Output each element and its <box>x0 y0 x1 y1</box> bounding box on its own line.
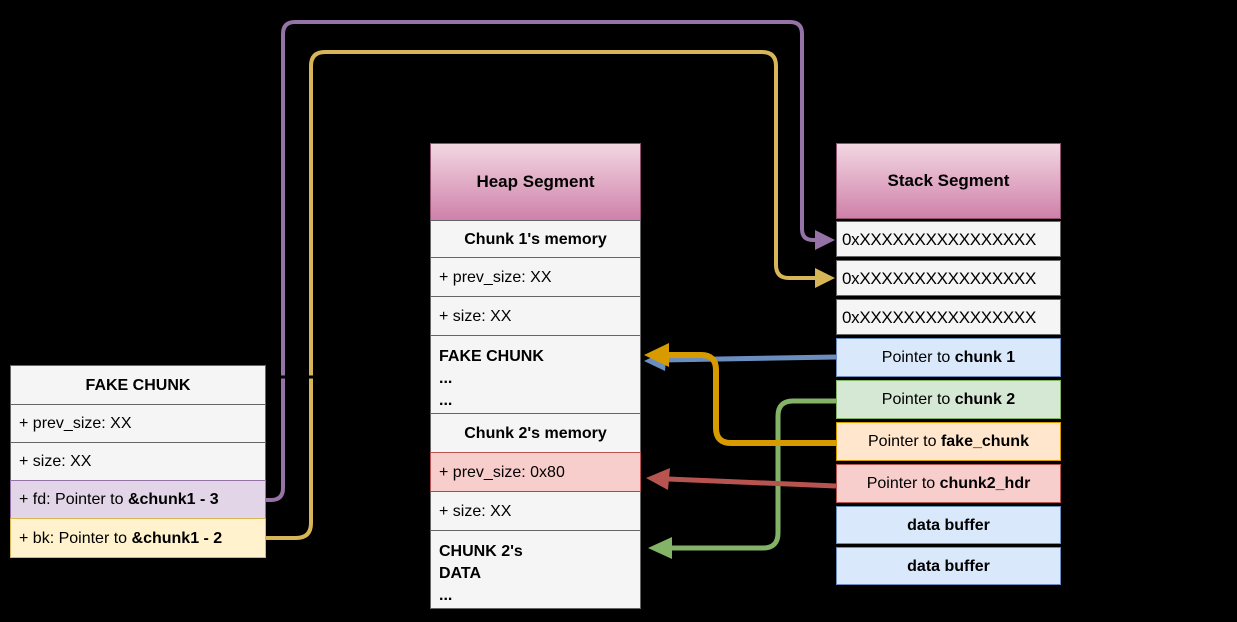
stack-row-ptr-chunk1: Pointer to chunk 1 <box>836 338 1061 377</box>
fd-row-prefix: + fd: Pointer to <box>19 491 128 508</box>
heap-row-chunk1-memory: Chunk 1's memory <box>430 220 641 258</box>
bk-row-target: &chunk1 - 2 <box>131 529 223 547</box>
ptr-fake-chunk-prefix: Pointer to <box>868 433 941 450</box>
arrow-ptr-chunk2-to-heap-chunk2-data <box>648 398 836 559</box>
fd-row-text: + fd: Pointer to &chunk1 - 3 <box>19 489 219 510</box>
heap-chunk2-data-line3: ... <box>439 587 453 604</box>
arrow-ptr-fake-chunk-to-heap-fake-chunk <box>644 343 836 446</box>
ptr-chunk2-hdr-prefix: Pointer to <box>866 475 940 492</box>
heap-row-size-xx-2: + size: XX <box>430 491 641 531</box>
fake-chunk-row-fd: + fd: Pointer to &chunk1 - 3 <box>10 480 266 519</box>
heap-row-fake-chunk: FAKE CHUNK ... ... <box>430 335 641 414</box>
heap-row-prev-size-xx: + prev_size: XX <box>430 257 641 297</box>
stack-row-data-buffer-1: data buffer <box>836 506 1061 544</box>
stack-row-address-3: 0xXXXXXXXXXXXXXXXX <box>836 299 1061 335</box>
fake-chunk-row-bk: + bk: Pointer to &chunk1 - 2 <box>10 518 266 558</box>
arrow-ptr-chunk1-to-heap-fake-chunk <box>644 350 837 371</box>
heap-row-chunk2-memory: Chunk 2's memory <box>430 413 641 453</box>
ptr-chunk1-target: chunk 1 <box>954 349 1016 366</box>
fake-chunk-table-title: FAKE CHUNK <box>10 365 266 405</box>
heap-row-size-xx-1: + size: XX <box>430 296 641 336</box>
fake-chunk-row-prev-size: + prev_size: XX <box>10 404 266 443</box>
ptr-chunk2-hdr-target: chunk2_hdr <box>939 475 1031 492</box>
stack-row-ptr-fake-chunk: Pointer to fake_chunk <box>836 422 1061 461</box>
bk-row-text: + bk: Pointer to &chunk1 - 2 <box>19 528 222 549</box>
ptr-chunk2-prefix: Pointer to <box>881 391 955 408</box>
ptr-chunk1-text: Pointer to chunk 1 <box>882 347 1015 368</box>
stack-segment-table: Stack Segment 0xXXXXXXXXXXXXXXXX 0xXXXXX… <box>836 143 1061 588</box>
ptr-fake-chunk-text: Pointer to fake_chunk <box>868 431 1029 452</box>
heap-row-chunk2-data: CHUNK 2's DATA ... <box>430 530 641 609</box>
heap-fake-chunk-line3: ... <box>439 392 453 409</box>
heap-fake-chunk-line1: FAKE CHUNK <box>439 348 544 365</box>
ptr-chunk2-target: chunk 2 <box>954 391 1016 408</box>
stack-segment-title: Stack Segment <box>836 143 1061 219</box>
heap-row-prev-size-0x80: + prev_size: 0x80 <box>430 452 641 492</box>
ptr-chunk1-prefix: Pointer to <box>881 349 955 366</box>
ptr-chunk2-text: Pointer to chunk 2 <box>882 389 1015 410</box>
heap-fake-chunk-line2: ... <box>439 370 453 387</box>
stack-row-ptr-chunk2-hdr: Pointer to chunk2_hdr <box>836 464 1061 503</box>
bk-row-prefix: + bk: Pointer to <box>19 529 132 547</box>
heap-chunk2-data-line2: DATA <box>439 565 482 582</box>
stack-row-address-2: 0xXXXXXXXXXXXXXXXX <box>836 260 1061 296</box>
stack-row-address-1: 0xXXXXXXXXXXXXXXXX <box>836 221 1061 257</box>
heap-chunk2-data-line1: CHUNK 2's <box>439 543 523 560</box>
stack-row-data-buffer-2: data buffer <box>836 547 1061 585</box>
fake-chunk-table: FAKE CHUNK + prev_size: XX + size: XX + … <box>10 365 266 558</box>
ptr-chunk2-hdr-text: Pointer to chunk2_hdr <box>867 473 1031 494</box>
stack-row-ptr-chunk2: Pointer to chunk 2 <box>836 380 1061 419</box>
fake-chunk-row-size: + size: XX <box>10 442 266 481</box>
fd-row-target: &chunk1 - 3 <box>127 491 219 508</box>
heap-segment-table: Heap Segment Chunk 1's memory + prev_siz… <box>430 143 641 609</box>
heap-segment-title: Heap Segment <box>430 143 641 221</box>
arrow-ptr-chunk2hdr-to-heap-prev-size <box>646 468 837 490</box>
ptr-fake-chunk-target: fake_chunk <box>940 433 1029 450</box>
